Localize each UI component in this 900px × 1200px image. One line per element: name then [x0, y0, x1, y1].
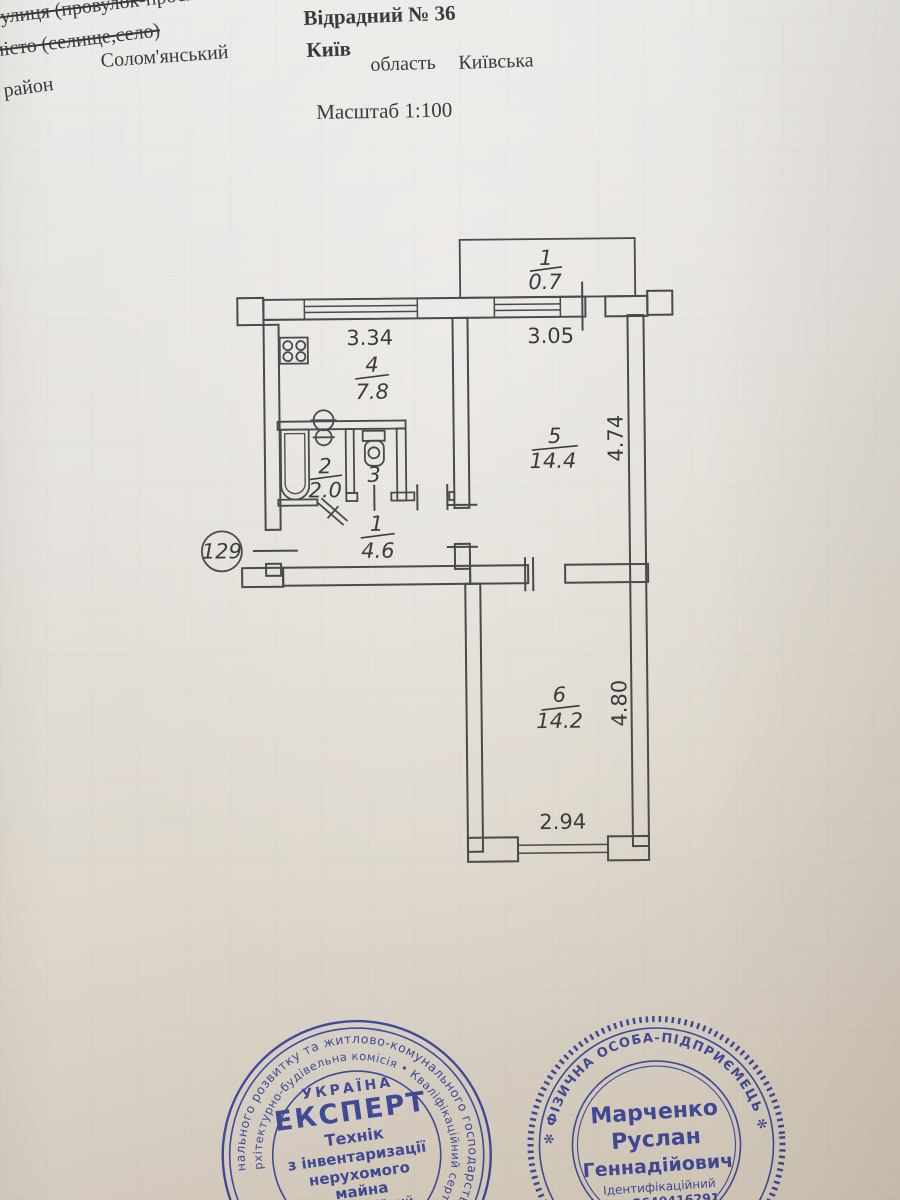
expert-stamp-line4: майна [334, 1178, 389, 1200]
door-openings [252, 281, 584, 592]
living-number: 5 [548, 424, 562, 448]
kitchen-area: 7.8 [355, 380, 389, 404]
plan-walls [236, 237, 674, 863]
bedroom-number: 6 [553, 683, 567, 707]
toilet-icon [361, 429, 386, 467]
bathtub-icon [279, 428, 311, 501]
living-depth-dim: 4.74 [603, 415, 627, 462]
apartment-number: 129 [202, 539, 242, 563]
fop-stamp-firstname: Руслан [610, 1124, 701, 1155]
bath-number: 2 [318, 454, 332, 478]
bedroom-depth-dim: 4.80 [607, 680, 631, 727]
bath-door-tick [326, 505, 340, 519]
kitchen-width-dim: 3.34 [346, 326, 393, 350]
bedroom-width-dim: 2.94 [539, 810, 586, 834]
room-labels: 1 0.7 4 7.8 2 2.0 3 1 4.6 5 14.4 6 14.2 [308, 246, 583, 733]
apartment-number-badge: 129 [200, 530, 243, 573]
living-area: 14.4 [529, 449, 576, 473]
living-width-dim: 3.05 [527, 324, 574, 348]
balcony-area: 0.7 [528, 270, 562, 294]
fixtures [278, 336, 386, 501]
fop-stamp: ✻ ФІЗИЧНА ОСОБА-ПІДПРИЄМЕЦЬ ✻ Марченко Р… [513, 1006, 802, 1200]
kitchen-number: 4 [365, 353, 379, 377]
bath-area: 2.0 [308, 478, 342, 502]
wc-number: 3 [367, 463, 381, 487]
windows [303, 296, 609, 862]
hall-number: 1 [370, 512, 384, 536]
fop-stamp-id-code: код 2640416291 [601, 1190, 720, 1200]
stamp-inner-ring [271, 1070, 442, 1200]
dimension-labels: 3.34 3.05 4.74 4.80 2.94 [346, 324, 632, 834]
balcony-door-tick [581, 281, 584, 331]
washbasin-icon [310, 409, 337, 447]
stamp-outer-ring [221, 1019, 492, 1200]
stamp-ornament-ring [527, 1016, 786, 1200]
stove-icon [278, 336, 309, 365]
balcony-number: 1 [539, 246, 553, 270]
bedroom-area: 14.2 [536, 709, 583, 733]
hall-area: 4.6 [361, 539, 395, 563]
